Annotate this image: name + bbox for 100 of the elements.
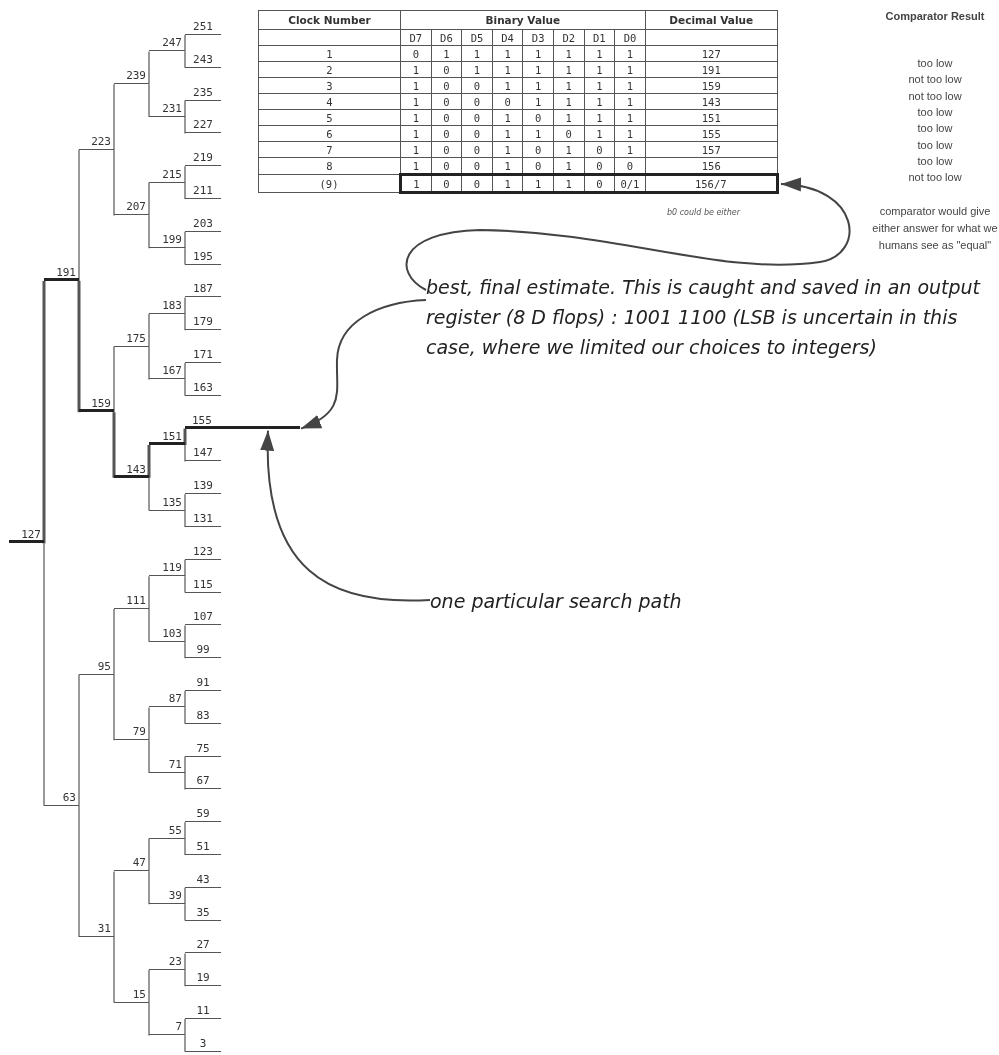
comparator-result: comparator would give either answer for what we humans see as "equal" <box>872 204 998 253</box>
tree-branch-line <box>148 739 150 774</box>
tree-branch-line <box>184 821 186 840</box>
tree-branch-line <box>148 182 150 216</box>
tree-node-value: 147 <box>185 446 221 462</box>
table-cell: 6 <box>258 125 401 142</box>
tree-branch-line <box>184 296 186 315</box>
tree-node-value: 223 <box>79 134 114 150</box>
table-cell: 1 <box>522 93 554 110</box>
tree-node-value: 23 <box>149 954 185 970</box>
tree-node-value: 19 <box>185 971 221 987</box>
tree-node-value: 115 <box>185 577 221 593</box>
tree-branch-line <box>113 870 115 938</box>
table-cell: 1 <box>614 109 646 126</box>
table-cell: 159 <box>645 77 778 94</box>
tree-node-value: 43 <box>185 872 221 888</box>
column-header: Clock Number <box>258 10 401 30</box>
tree-branch-line <box>148 214 150 249</box>
tree-node-value: 11 <box>185 1004 221 1019</box>
note-text: b0 could be either <box>665 208 740 218</box>
tree-node-value: 179 <box>185 315 221 331</box>
table-cell: 1 <box>522 174 554 193</box>
table-cell: 1 <box>614 125 646 142</box>
tree-node-value: 3 <box>185 1036 221 1052</box>
tree-branch-line <box>42 281 46 544</box>
table-cell: 0 <box>461 141 493 158</box>
tree-node-value: 183 <box>149 298 185 314</box>
tree-node-value: 151 <box>149 430 185 445</box>
table-cell: 1 <box>553 61 585 78</box>
table-cell: 157 <box>645 141 778 158</box>
tree-branch-line <box>184 838 186 856</box>
comparator-result: not too low <box>907 72 963 88</box>
tree-node-value: 67 <box>185 774 221 790</box>
tree-node-value: 27 <box>185 938 221 954</box>
table-cell: 1 <box>614 93 646 110</box>
tree-node-value: 175 <box>114 331 149 347</box>
comparator-result: too low <box>916 153 954 169</box>
table-cell: 1 <box>461 45 493 62</box>
table-cell: 0 <box>461 174 493 193</box>
table-cell: 0 <box>431 109 462 126</box>
comparator-result: too low <box>916 104 954 120</box>
table-cell: 1 <box>431 45 462 62</box>
table-cell: 1 <box>553 109 585 126</box>
tree-branch-line <box>148 575 150 610</box>
table-cell: 155 <box>645 125 778 142</box>
tree-branch-line <box>147 445 151 478</box>
annotation-text: best, final estimate. This is caught and saved in an output register (8 D flops) : 1001 1100 (LSB is uncertain in this case, where we limited our choices to integers) <box>426 272 986 362</box>
table-cell: 1 <box>614 61 646 78</box>
table-cell: 1 <box>522 45 554 62</box>
tree-branch-line <box>148 706 150 741</box>
tree-node-value: 107 <box>185 610 221 626</box>
tree-node-value: 103 <box>149 626 185 642</box>
column-header: Comparator Result <box>884 9 986 24</box>
table-cell: (9) <box>258 174 401 193</box>
tree-node-value: 231 <box>149 102 185 117</box>
tree-branch-line <box>148 608 150 643</box>
tree-branch-line <box>184 1034 186 1053</box>
tree-branch-line <box>184 624 186 643</box>
tree-branch-line <box>184 165 186 184</box>
tree-branch-line <box>43 542 45 807</box>
tree-branch-line <box>148 83 150 118</box>
tree-branch-line <box>184 706 186 725</box>
table-cell: 0 <box>431 174 462 193</box>
tree-branch-line <box>184 756 186 774</box>
tree-branch-line <box>148 870 150 905</box>
table-cell: 1 <box>492 125 523 142</box>
column-header: D0 <box>614 29 646 46</box>
tree-branch-line <box>184 510 186 528</box>
table-cell: 1 <box>553 141 585 158</box>
column-header: D5 <box>461 29 493 46</box>
tree-node-value: 203 <box>185 216 221 232</box>
table-cell: 1 <box>492 174 523 193</box>
table-cell: 127 <box>645 45 778 62</box>
tree-node-value: 35 <box>185 905 221 921</box>
table-cell: 1 <box>614 77 646 94</box>
tree-node-value: 251 <box>185 20 221 35</box>
table-cell: 1 <box>492 45 523 62</box>
table-cell: 0 <box>431 77 462 94</box>
tree-node-value: 51 <box>185 840 221 855</box>
tree-node-value: 243 <box>185 52 221 68</box>
tree-branch-line <box>184 378 186 397</box>
tree-node-value: 211 <box>185 184 221 199</box>
tree-branch-line <box>184 575 186 594</box>
table-cell: 0 <box>522 109 554 126</box>
column-header: D1 <box>584 29 615 46</box>
column-header: D2 <box>553 29 585 46</box>
tree-node-value: 159 <box>79 397 114 413</box>
table-cell: 1 <box>258 45 401 62</box>
table-cell: 1 <box>522 77 554 94</box>
table-cell: 151 <box>645 109 778 126</box>
tree-node-value: 247 <box>149 36 185 52</box>
curved-arrow <box>261 429 431 602</box>
table-cell: 1 <box>492 141 523 158</box>
table-cell: 1 <box>584 77 615 94</box>
table-cell: 8 <box>258 157 401 175</box>
tree-node-value: 75 <box>185 741 221 757</box>
tree-branch-line <box>113 83 115 151</box>
tree-branch-line <box>184 313 186 331</box>
table-cell: 2 <box>258 61 401 78</box>
table-cell: 5 <box>258 109 401 126</box>
